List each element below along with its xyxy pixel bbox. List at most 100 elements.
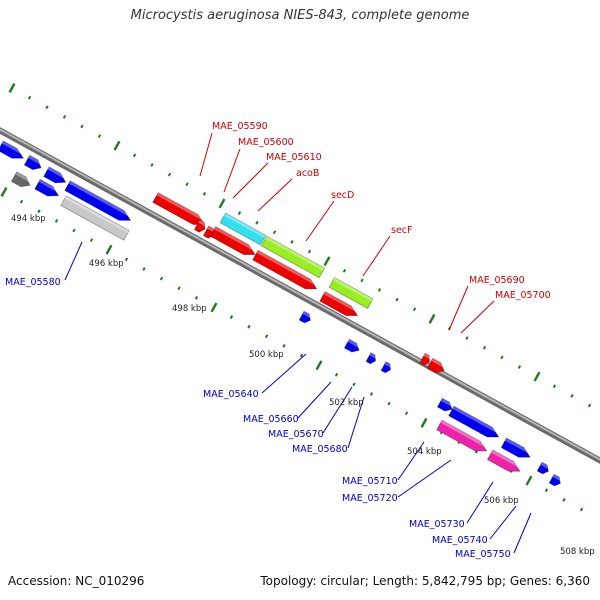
gene-arrow-body	[23, 154, 42, 171]
gene-arrow-shine	[347, 339, 361, 349]
gene-label[interactable]: MAE_05580	[5, 277, 61, 288]
tick-mark	[552, 384, 557, 389]
leader-line	[199, 132, 213, 177]
gene-arrow	[426, 357, 446, 374]
gene-label[interactable]: MAE_05730	[409, 519, 465, 530]
gene-arrow	[365, 352, 377, 365]
kbp-label: 496 kbp	[89, 259, 124, 269]
tick-mark	[255, 220, 259, 225]
gene-arrow	[436, 419, 488, 452]
gene-arrow-body	[343, 338, 360, 353]
gene-label[interactable]: MAE_05640	[203, 389, 259, 400]
leader-line	[460, 300, 495, 334]
tick-mark	[342, 268, 347, 273]
gene-arrow-body	[436, 397, 453, 412]
gene-arrow-shine	[214, 226, 257, 253]
gene-arrow	[343, 338, 361, 353]
gene-label[interactable]: MAE_05600	[238, 137, 294, 148]
tick-mark	[202, 191, 207, 196]
gene-arrow-body	[486, 449, 521, 472]
gene-arrow-shine	[28, 155, 43, 166]
gene-label[interactable]: MAE_05740	[432, 535, 488, 546]
tick-mark	[352, 382, 356, 387]
accession-text: Accession: NC_010296	[8, 574, 145, 588]
gene-label[interactable]: MAE_05590	[212, 121, 268, 132]
gene-arrow-shine	[491, 449, 522, 470]
gene-arrow-shine	[452, 406, 500, 435]
gene-arrow	[260, 235, 326, 279]
gene-label[interactable]: acoB	[296, 168, 319, 179]
tick-mark	[579, 507, 584, 512]
gene-arrow	[60, 195, 130, 241]
gene-arrow	[486, 449, 522, 472]
tick-mark	[54, 218, 59, 223]
gene-arrow-shine	[431, 358, 446, 369]
gene-label[interactable]: secF	[391, 225, 412, 236]
gene-arrow	[536, 461, 550, 475]
leader-line	[305, 200, 335, 242]
tick-mark	[80, 124, 84, 129]
gene-arrow-shine	[423, 353, 431, 360]
gene-arrow-body	[260, 235, 326, 279]
gene-label[interactable]: MAE_05700	[495, 290, 551, 301]
tick-mark	[533, 371, 541, 382]
tick-mark	[210, 302, 218, 313]
gene-label[interactable]: MAE_05610	[266, 152, 322, 163]
tick-mark	[0, 187, 8, 197]
tick-mark	[177, 286, 181, 291]
gene-arrow-shine	[224, 213, 266, 238]
tick-mark	[570, 393, 574, 398]
tick-mark	[194, 295, 199, 300]
tick-mark	[323, 256, 331, 267]
gene-arrow-shine	[332, 277, 373, 302]
leader-line	[466, 481, 494, 524]
gene-arrow	[209, 226, 257, 255]
tick-mark	[124, 257, 129, 262]
tick-mark	[334, 372, 339, 377]
map-title: Microcystis aeruginosa NIES-843, complet…	[130, 8, 470, 23]
gene-arrow-shine	[440, 420, 488, 449]
gene-arrow-shine	[323, 291, 359, 314]
gene-arrow-body	[380, 361, 391, 374]
leader-line	[223, 148, 241, 193]
gene-arrow-shine	[369, 352, 377, 360]
tick-mark	[544, 488, 549, 493]
tick-mark	[37, 209, 41, 214]
tick-mark	[307, 249, 312, 254]
tick-mark	[517, 365, 522, 369]
tick-mark	[19, 199, 24, 204]
gene-arrow-shine	[540, 462, 550, 470]
gene-arrow	[64, 180, 132, 221]
gene-arrow-body	[328, 277, 374, 309]
kbp-label: 506 kbp	[484, 496, 519, 506]
gene-label[interactable]: secD	[331, 190, 354, 201]
gene-label[interactable]: MAE_05680	[292, 444, 348, 455]
gene-arrow	[43, 166, 67, 184]
tick-mark	[264, 334, 269, 339]
gene-arrow	[500, 437, 532, 458]
gene-arrow-body	[193, 219, 206, 233]
leader-line	[347, 396, 365, 449]
gene-arrow-body	[536, 461, 549, 475]
gene-arrow	[328, 277, 374, 309]
gene-arrow-shine	[38, 179, 60, 194]
gene-label[interactable]: MAE_05710	[342, 476, 398, 487]
gene-arrow	[252, 249, 318, 290]
backbone-highlight	[0, 128, 600, 461]
tick-mark	[377, 288, 382, 292]
gene-label[interactable]: MAE_05690	[469, 275, 525, 286]
tick-mark	[142, 267, 146, 271]
tick-mark	[113, 140, 121, 151]
kbp-label: 498 kbp	[172, 304, 207, 314]
gene-arrow	[419, 352, 431, 366]
tick-mark	[500, 355, 504, 360]
gene-label[interactable]: MAE_05750	[455, 549, 511, 560]
gene-arrow	[0, 140, 25, 159]
gene-label[interactable]: MAE_05720	[342, 493, 398, 504]
gene-arrow-body	[419, 352, 430, 366]
gene-arrow-body	[548, 473, 561, 487]
tick-mark	[369, 392, 374, 396]
gene-label[interactable]: MAE_05670	[268, 429, 324, 440]
gene-label[interactable]: MAE_05660	[243, 414, 299, 425]
